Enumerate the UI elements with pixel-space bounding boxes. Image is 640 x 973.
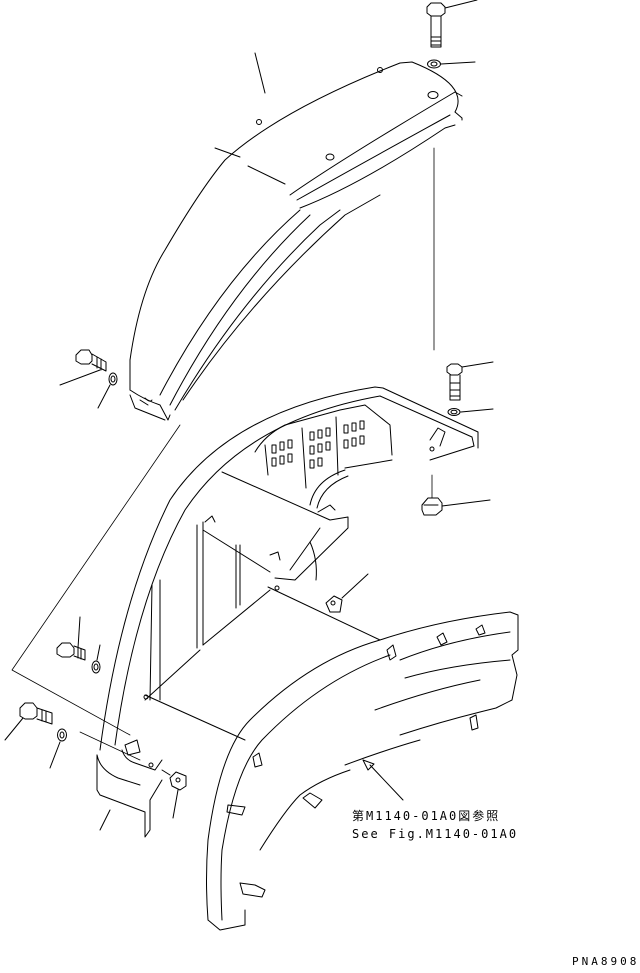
upper-fender-cover xyxy=(129,52,463,421)
clip-lower xyxy=(161,769,187,819)
reference-note-english: See Fig.M1140-01A0 xyxy=(352,827,519,841)
front-fender-assembly xyxy=(206,611,519,931)
mud-flap xyxy=(79,731,163,838)
left-cover-bolt-leader xyxy=(59,369,101,386)
fender-frame-bracket xyxy=(99,386,479,771)
nut-clip xyxy=(421,474,491,516)
cover-bolt xyxy=(75,349,107,372)
left-washer-lower xyxy=(49,728,67,769)
clip-center xyxy=(325,573,369,613)
mid-washer xyxy=(447,408,494,416)
cover-washer xyxy=(97,372,118,409)
assembly-guide-line xyxy=(11,424,181,736)
upper-bolt xyxy=(426,0,478,48)
drawing-id: PNA8908 xyxy=(572,955,640,968)
mid-bolt xyxy=(446,361,494,401)
left-washer-upper xyxy=(91,644,101,674)
upper-washer xyxy=(427,59,476,69)
left-bolt-lower xyxy=(4,702,53,741)
reference-note: 第M1140-01A0図参照 See Fig.M1140-01A0 xyxy=(352,807,518,843)
left-bolt-upper xyxy=(56,616,86,661)
reference-note-japanese: 第M1140-01A0図参照 xyxy=(352,809,501,823)
